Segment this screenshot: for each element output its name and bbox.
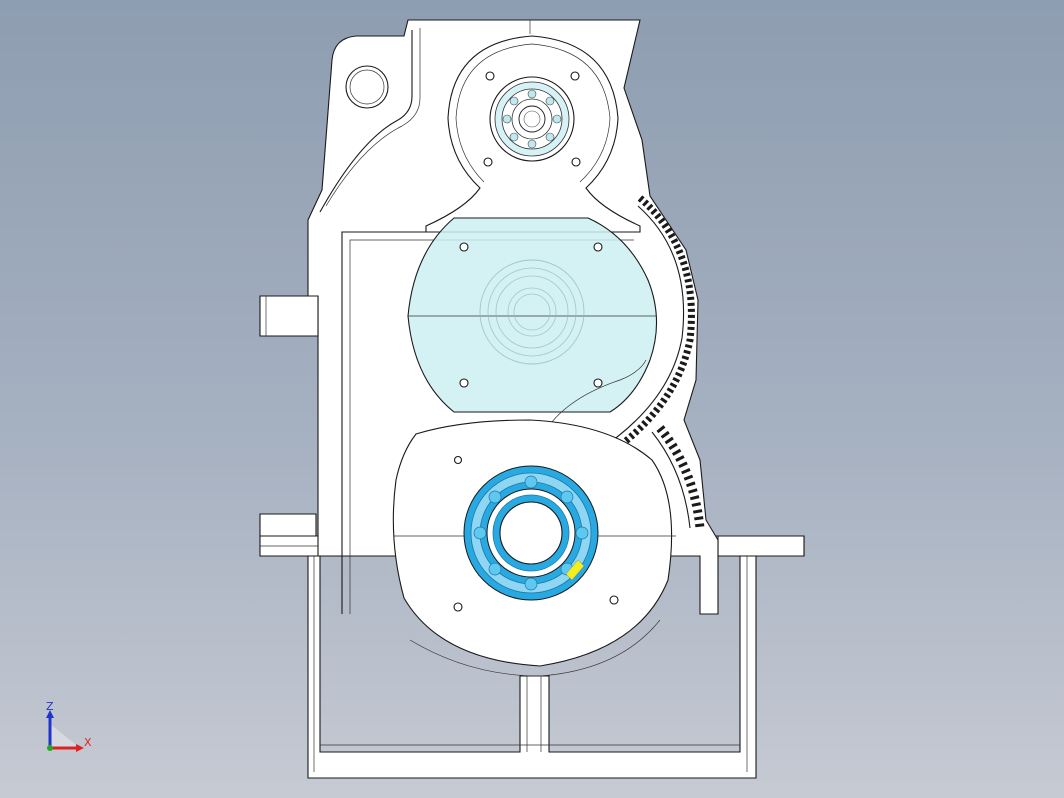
lower-bearing bbox=[463, 465, 599, 601]
z-axis-label: Z bbox=[46, 700, 54, 713]
upper-cover bbox=[425, 35, 641, 233]
middle-bearing bbox=[479, 259, 585, 365]
upper-bearing bbox=[489, 76, 575, 162]
axis-triad: Z X bbox=[46, 700, 92, 752]
housing-base bbox=[307, 536, 757, 779]
x-axis-label: X bbox=[84, 736, 92, 749]
middle-cover bbox=[407, 217, 658, 441]
